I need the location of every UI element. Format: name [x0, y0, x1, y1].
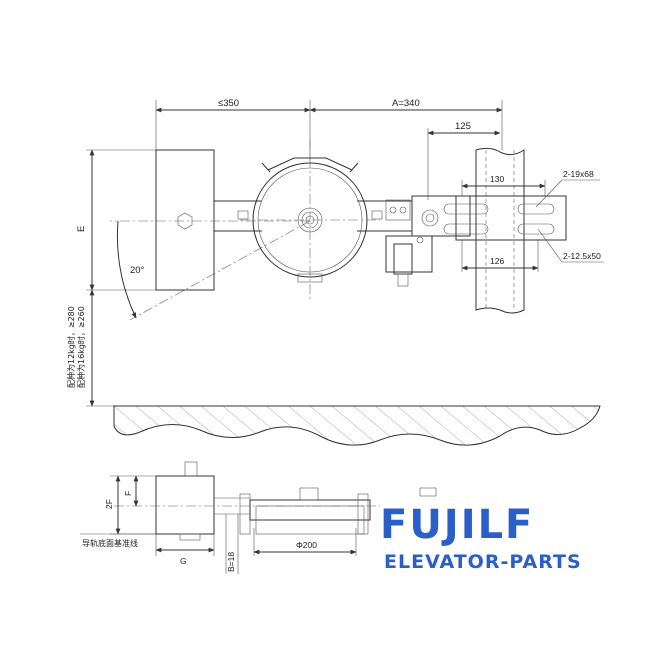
note-counterweight-16kg: 配种为16kg时，≥260 — [76, 306, 86, 388]
dim-left-width: ≤350 — [218, 98, 239, 109]
angle-indicator: 20° — [110, 220, 311, 321]
dim-g: G — [180, 556, 187, 566]
dim-offset-125: 125 — [455, 121, 471, 132]
dim-130: 130 — [490, 174, 504, 184]
brand-name: FUJILF — [380, 502, 534, 548]
dim-a-distance: A=340 — [392, 98, 420, 109]
dim-slot-top: 2-19x68 — [563, 169, 594, 179]
side-view: Φ200 2F F G 导轨底面基准线 B=18 — [80, 461, 380, 574]
dim-angle: 20° — [130, 265, 145, 276]
pit-floor — [113, 405, 601, 446]
pulley-wheel — [240, 140, 380, 300]
dim-2f: 2F — [104, 499, 114, 509]
brand-tagline: ELEVATOR-PARTS — [384, 551, 582, 573]
dim-126: 126 — [490, 256, 504, 266]
support-arm — [214, 200, 412, 232]
dim-slot-bottom: 2-12.5x50 — [563, 251, 601, 261]
top-dimension-group: ≤350 A=340 125 — [155, 98, 503, 200]
guide-rail: 130 126 2-19x68 2-12.5x50 — [443, 147, 604, 314]
mount-plate — [385, 195, 471, 287]
brand-logo: FUJILF ELEVATOR-PARTS — [380, 487, 582, 573]
dim-b: B=18 — [226, 552, 236, 572]
dim-diameter: Φ200 — [296, 540, 317, 550]
counterweight-block — [155, 149, 215, 291]
dim-height-e: E — [76, 226, 87, 232]
note-counterweight-12kg: 配种为12kg时，≥280 — [66, 306, 76, 388]
dim-f: F — [123, 491, 133, 496]
label-rail-baseline: 导轨底面基准线 — [82, 538, 138, 548]
left-dimension-group: E 配种为12kg时，≥280 配种为16kg时，≥260 — [66, 149, 156, 407]
